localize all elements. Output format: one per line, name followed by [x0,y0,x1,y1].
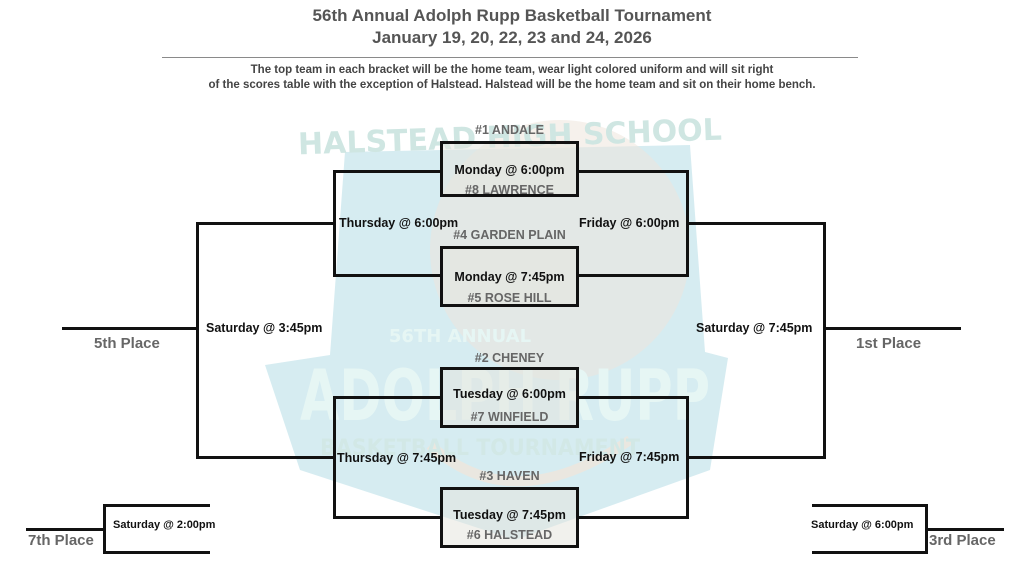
first-place-label: 1st Place [856,335,922,352]
bracket-line [196,456,334,459]
quarterfinal-1-box [440,141,579,197]
seventh-place-label: 7th Place [28,532,94,549]
team-seed-7: #7 WINFIELD [470,410,549,424]
quarterfinal-2-box [440,246,579,307]
game-time-friday-2: Friday @ 7:45pm [579,450,680,464]
quarterfinal-4-box [440,487,579,548]
bracket-line [686,170,689,277]
home-team-note-line-2: of the scores table with the exception o… [208,79,816,91]
game-time-thursday-1: Thursday @ 6:00pm [339,216,459,230]
bracket-line [104,504,210,507]
team-seed-8: #8 LAWRENCE [465,183,554,197]
home-team-note-line-1: The top team in each bracket will be the… [250,64,774,76]
bracket-line [578,396,688,399]
seventh-place-line [26,528,104,531]
first-place-line [825,327,961,330]
bracket-line [812,551,927,554]
fifth-place-label: 5th Place [94,335,160,352]
page-title: 56th Annual Adolph Rupp Basketball Tourn… [312,6,712,25]
game-time-first-place: Saturday @ 7:45pm [696,321,813,335]
game-time-qf2: Monday @ 7:45pm [454,270,565,284]
team-seed-4: #4 GARDEN PLAIN [453,228,566,242]
game-time-third-place: Saturday @ 6:00pm [811,519,914,531]
bracket-line [925,504,928,554]
fifth-place-line [62,327,197,330]
bracket-line [578,170,688,173]
team-seed-6: #6 HALSTEAD [466,528,553,542]
bracket-line [686,396,689,519]
bracket-line [334,170,441,173]
bracket-line [812,504,927,507]
team-seed-1: #1 ANDALE [475,123,544,137]
third-place-label: 3rd Place [929,532,996,549]
game-time-qf1: Monday @ 6:00pm [454,163,565,177]
bracket-line [196,222,199,459]
team-seed-5: #5 ROSE HILL [467,291,552,305]
game-time-seventh-place: Saturday @ 2:00pm [113,519,216,531]
bracket-line [334,516,441,519]
game-time-friday-1: Friday @ 6:00pm [579,216,680,230]
third-place-line [927,528,1004,531]
bracket-line [688,222,825,225]
game-time-thursday-2: Thursday @ 7:45pm [337,451,457,465]
game-time-qf3: Tuesday @ 6:00pm [453,387,566,401]
bracket-line [334,396,441,399]
bracket-line [103,504,106,554]
bracket-line [823,222,826,459]
bracket-line [104,551,210,554]
game-time-qf4: Tuesday @ 7:45pm [453,508,566,522]
team-seed-2: #2 CHENEY [474,351,545,365]
bracket-line [333,170,336,277]
bracket-line [333,396,336,519]
header-divider [162,57,858,58]
team-seed-3: #3 HAVEN [479,469,540,483]
bracket-line [578,274,688,277]
bracket-line [578,516,688,519]
svg-text:56TH ANNUAL: 56TH ANNUAL [389,326,531,347]
svg-text:BASKETBALL TOURNAMENT: BASKETBALL TOURNAMENT [320,436,640,461]
game-time-fifth-place: Saturday @ 3:45pm [206,321,323,335]
tournament-dates: January 19, 20, 22, 23 and 24, 2026 [372,28,652,47]
quarterfinal-3-box [440,367,579,428]
bracket-line [688,456,825,459]
bracket-line [196,222,334,225]
bracket-line [334,274,441,277]
